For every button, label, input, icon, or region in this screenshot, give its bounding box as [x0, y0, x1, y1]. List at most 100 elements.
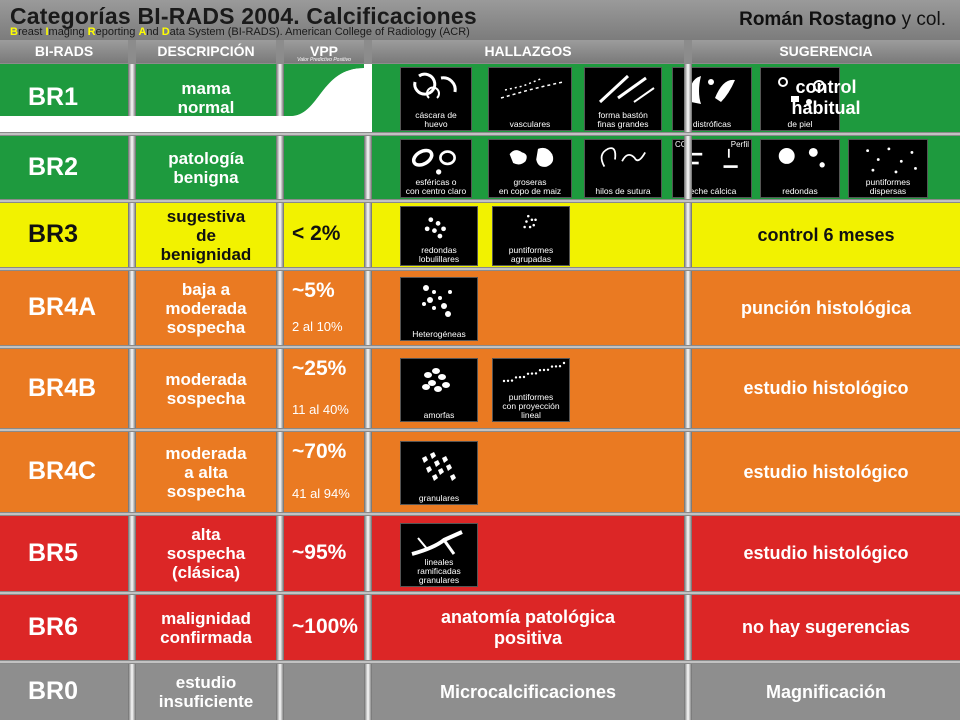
column-divider [364, 664, 372, 720]
finding-thumbnail: vasculares [488, 67, 572, 131]
subtitle-part: S [188, 26, 196, 38]
column-divider [364, 203, 372, 267]
category-label: BR2 [28, 152, 79, 181]
column-divider [276, 271, 284, 345]
column-divider [128, 595, 136, 660]
subtitle-part: maging [48, 26, 88, 38]
round-lobular-icon [424, 217, 446, 239]
dystrophic-calc-icon [690, 76, 735, 104]
column-divider [684, 136, 692, 199]
column-divider [364, 349, 372, 428]
vpp-value: < 2% [292, 222, 341, 245]
column-divider [128, 203, 136, 267]
subtitle-part: A [138, 26, 147, 38]
column-divider [684, 516, 692, 591]
view-label-perfil: Perfil [730, 140, 749, 149]
finding-caption: distróficas [692, 119, 732, 129]
column-divider [364, 516, 372, 591]
finding-thumbnail: hilos de sutura [584, 139, 662, 198]
column-divider [684, 349, 692, 428]
vpp-value: ~95% [292, 540, 347, 564]
vpp-value: ~70% [292, 440, 347, 463]
punctate-grouped-icon [523, 214, 537, 229]
column-divider [276, 432, 284, 512]
column-divider [684, 432, 692, 512]
vpp-value: ~100% [292, 614, 358, 638]
row-separator [0, 591, 960, 595]
column-divider [364, 595, 372, 660]
column-divider [276, 595, 284, 660]
popcorn-calc-icon [509, 147, 554, 167]
subtitle-part: R [87, 26, 96, 38]
author-suffix: y col. [896, 9, 946, 30]
author-name: Román Rostagno [739, 9, 897, 30]
row-separator [0, 345, 960, 349]
column-divider [128, 516, 136, 591]
column-divider [276, 203, 284, 267]
subtitle-part: ata [169, 26, 188, 38]
col-header-descripcion: DESCRIPCIÓN [136, 40, 276, 63]
column-divider [128, 64, 136, 132]
suggestion-text: estudio histológico [743, 378, 909, 398]
suggestion-text: estudio histológico [743, 461, 909, 482]
finding-thumbnail: granulares [400, 441, 478, 505]
suggestion-text: estudio histológico [743, 543, 909, 563]
row-separator [0, 199, 960, 203]
category-label: BR4A [28, 293, 97, 321]
row-separator [0, 512, 960, 516]
finding-caption: Heterogéneas [412, 329, 466, 339]
view-label-cc: CC [675, 140, 687, 149]
vpp-subtitle: Valor Predictivo Positivo [297, 57, 351, 63]
suggestion-text: Magnificación [765, 681, 886, 702]
column-divider [128, 271, 136, 345]
hallazgo-text: Microcalcificaciones [439, 681, 617, 702]
amorphous-calc-icon [422, 367, 450, 392]
title-bar: Categorías BI-RADS 2004. Calcificaciones… [0, 0, 960, 40]
category-label: BR5 [28, 538, 79, 567]
heterogeneous-calc-icon [422, 285, 452, 317]
column-divider [684, 203, 692, 267]
row-separator [0, 428, 960, 432]
vpp-range: 41 al 94% [292, 486, 350, 501]
finding-thumbnail: Heterogéneas [400, 277, 478, 341]
vpp-range: 11 al 40% [292, 402, 349, 417]
column-divider [364, 271, 372, 345]
col-header-sugerencia: SUGERENCIA [692, 40, 960, 63]
finding-caption: de piel [787, 119, 813, 129]
punctate-dispersed-icon [866, 147, 917, 174]
column-divider [276, 136, 284, 199]
page-subtitle: Breast Imaging Reporting And Data System… [10, 26, 470, 38]
author: Román Rostagno y col. [739, 9, 946, 31]
granular-calc-icon [422, 452, 456, 481]
vpp-value: ~5% [292, 279, 335, 302]
column-divider [128, 432, 136, 512]
eggshell-calc-icon [413, 72, 457, 99]
finding-caption: redondas [782, 186, 818, 196]
column-divider [128, 136, 136, 199]
col-header-birads: BI-RADS [0, 40, 128, 63]
vascular-calc-icon [500, 77, 564, 99]
linear-branching-icon [411, 529, 463, 556]
suture-calc-icon [600, 147, 646, 168]
category-label: BR4C [28, 457, 97, 485]
row-separator [0, 132, 960, 136]
